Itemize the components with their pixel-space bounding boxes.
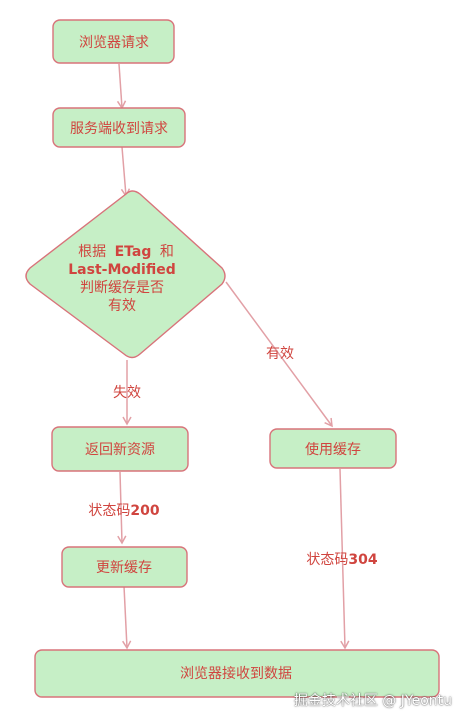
status-304-prefix: 状态码 — [306, 552, 348, 568]
node-update-cache: 更新缓存 — [61, 546, 188, 588]
node-return-new-label: 返回新资源 — [85, 442, 155, 458]
status-200-prefix: 状态码 — [88, 503, 130, 519]
edge-return-to-update — [117, 471, 127, 545]
decision-line1-suffix: 和 — [160, 244, 174, 260]
node-browser-request: 浏览器请求 — [52, 19, 175, 64]
node-use-cache: 使用缓存 — [269, 428, 397, 469]
node-browser-request-label: 浏览器请求 — [79, 35, 149, 51]
watermark: 掘金技术社区 @ JYeontu — [293, 693, 452, 709]
decision-line3: 判断缓存是否 — [80, 280, 164, 296]
edge-label-valid: 有效 — [266, 346, 294, 362]
decision-line1-prefix: 根据 — [78, 244, 106, 260]
node-update-cache-label: 更新缓存 — [96, 560, 152, 576]
node-server-receive-label: 服务端收到请求 — [70, 121, 168, 137]
node-browser-receive-label: 浏览器接收到数据 — [180, 665, 292, 682]
edge-label-invalid: 失效 — [113, 385, 141, 401]
status-304-code: 304 — [348, 552, 377, 568]
edge-label-status-200: 状态码200 — [88, 503, 159, 519]
node-browser-receive: 浏览器接收到数据 — [34, 649, 440, 698]
decision-last-modified: Last-Modified — [68, 262, 175, 278]
decision-diamond: 根据 ETag 和 Last-Modified 判断缓存是否 有效 — [25, 190, 226, 359]
edge-server-to-decision — [120, 146, 131, 198]
edge-update-to-final — [122, 585, 132, 650]
edge-label-status-304: 状态码304 — [306, 552, 377, 568]
decision-etag: ETag — [115, 244, 152, 260]
node-return-new: 返回新资源 — [51, 426, 189, 472]
edge-decision-to-cache — [225, 281, 333, 428]
decision-line1: 根据 ETag 和 — [78, 244, 174, 260]
edges — [116, 63, 350, 650]
decision-line4: 有效 — [108, 298, 136, 314]
edge-request-to-server — [116, 63, 127, 110]
status-200-code: 200 — [130, 503, 159, 519]
edge-cache-to-final — [339, 468, 350, 650]
node-server-receive: 服务端收到请求 — [52, 107, 186, 148]
node-use-cache-label: 使用缓存 — [305, 441, 361, 458]
